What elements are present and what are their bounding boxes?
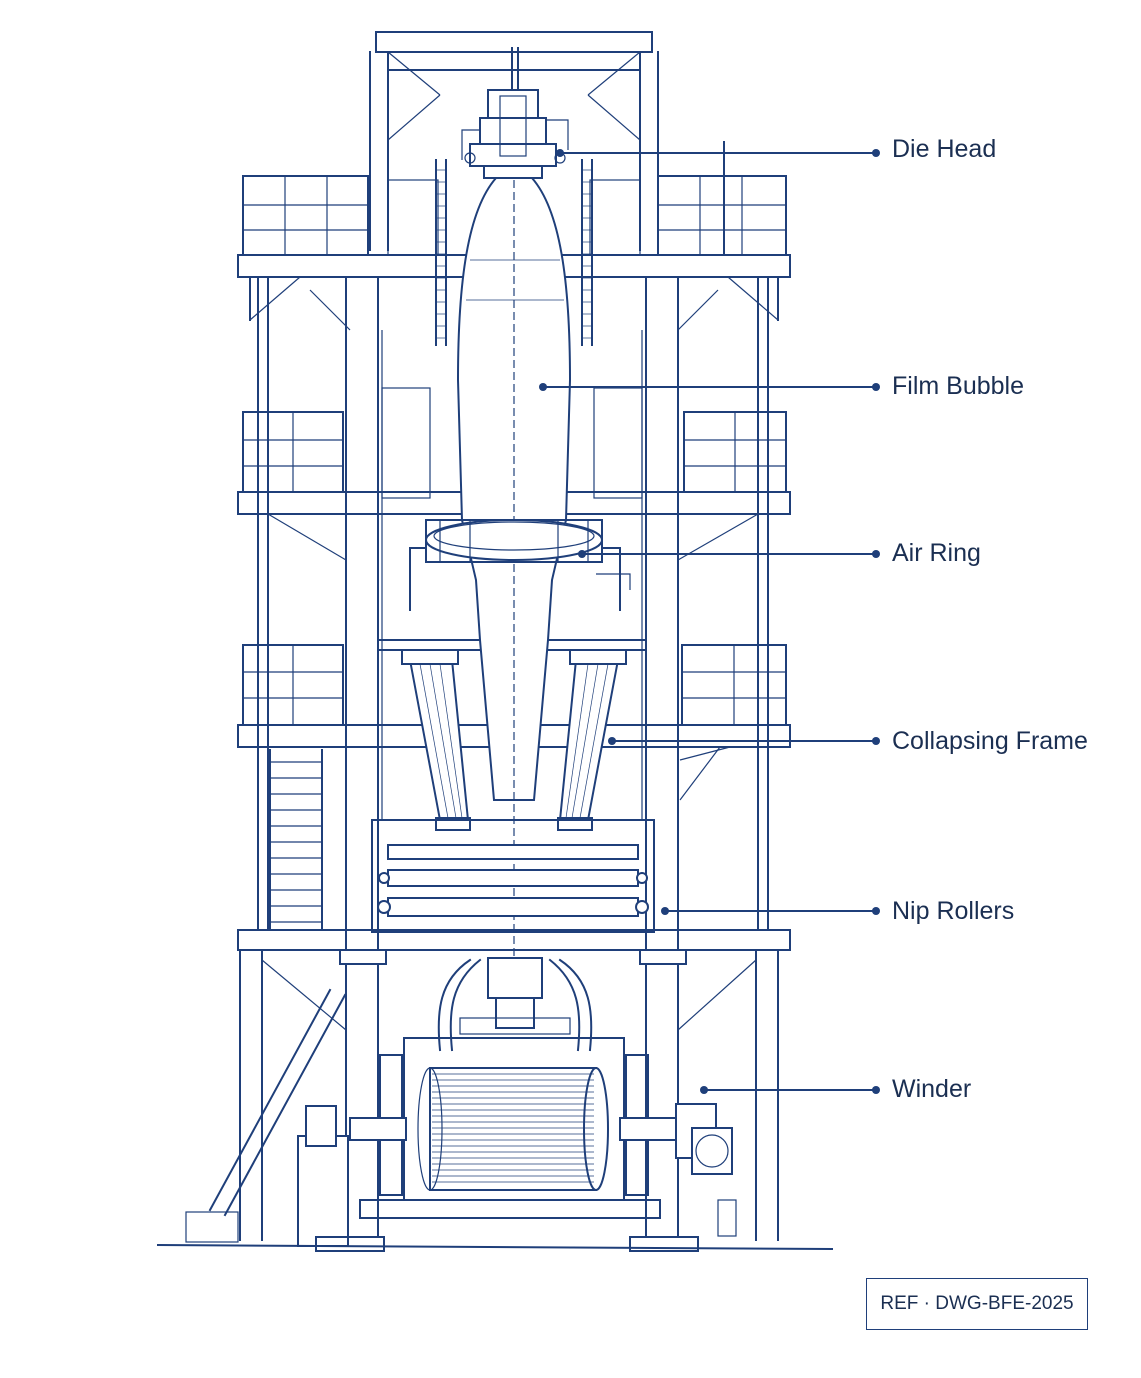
bubble-guide-stairs xyxy=(435,159,593,346)
air-ring xyxy=(409,519,631,611)
label-die-head: Die Head xyxy=(892,135,997,163)
transfer-ducting xyxy=(437,957,593,1052)
label-nip-rollers: Nip Rollers xyxy=(892,897,1015,925)
label-film-bubble: Film Bubble xyxy=(892,372,1024,400)
nip-rollers xyxy=(371,819,655,933)
ground-line xyxy=(156,1243,834,1251)
collapsing-frame xyxy=(401,649,627,831)
die-head xyxy=(461,89,569,179)
access-ladder xyxy=(269,749,323,931)
reference-tag: REF · DWG-BFE-2025 xyxy=(866,1278,1088,1330)
winder xyxy=(185,1037,737,1252)
film-bubble xyxy=(456,177,572,960)
label-winder: Winder xyxy=(892,1075,972,1103)
base-platform xyxy=(208,929,791,1241)
label-collapsing-frame: Collapsing Frame xyxy=(892,727,1088,755)
label-air-ring: Air Ring xyxy=(892,539,981,567)
leader-lines xyxy=(539,149,880,1094)
